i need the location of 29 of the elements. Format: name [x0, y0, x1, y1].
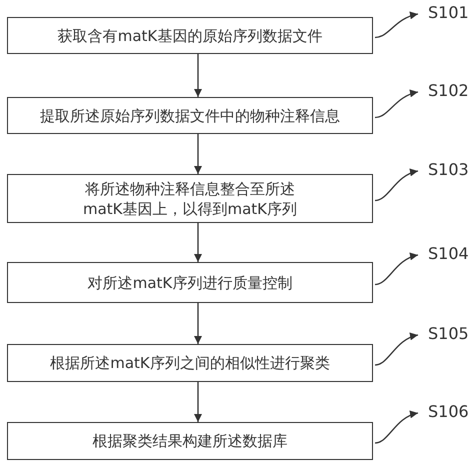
leader-line	[374, 169, 418, 202]
arrow	[194, 382, 202, 422]
process-box	[7, 174, 373, 223]
leader-line	[374, 411, 418, 444]
step-label: S103	[428, 160, 469, 179]
arrow	[194, 223, 202, 262]
step-text: 根据所述matK序列之间的相似性进行聚类	[50, 353, 330, 373]
arrow	[194, 54, 202, 97]
process-box	[7, 262, 373, 303]
leader-line	[374, 253, 418, 286]
step-text: 对所述matK序列进行质量控制	[88, 272, 292, 292]
process-box	[7, 17, 373, 54]
leader-line	[374, 90, 418, 118]
step-label: S101	[428, 3, 469, 22]
step-label: S102	[428, 81, 469, 100]
step-label: S104	[428, 244, 469, 263]
step-label: S105	[428, 324, 469, 343]
leader-line	[374, 333, 418, 366]
arrow	[194, 134, 202, 174]
process-box	[7, 422, 373, 460]
process-box	[7, 97, 373, 134]
leader-line	[374, 12, 418, 38]
step-text: 根据聚类结果构建所述数据库	[92, 431, 288, 451]
process-box	[7, 344, 373, 382]
step-text: 获取含有matK基因的原始序列数据文件	[58, 26, 322, 46]
step-text: 将所述物种注释信息整合至所述matK基因上，以得到matK序列	[82, 178, 298, 218]
arrow	[194, 303, 202, 344]
step-text: 提取所述原始序列数据文件中的物种注释信息	[40, 106, 340, 126]
step-label: S106	[428, 402, 469, 421]
